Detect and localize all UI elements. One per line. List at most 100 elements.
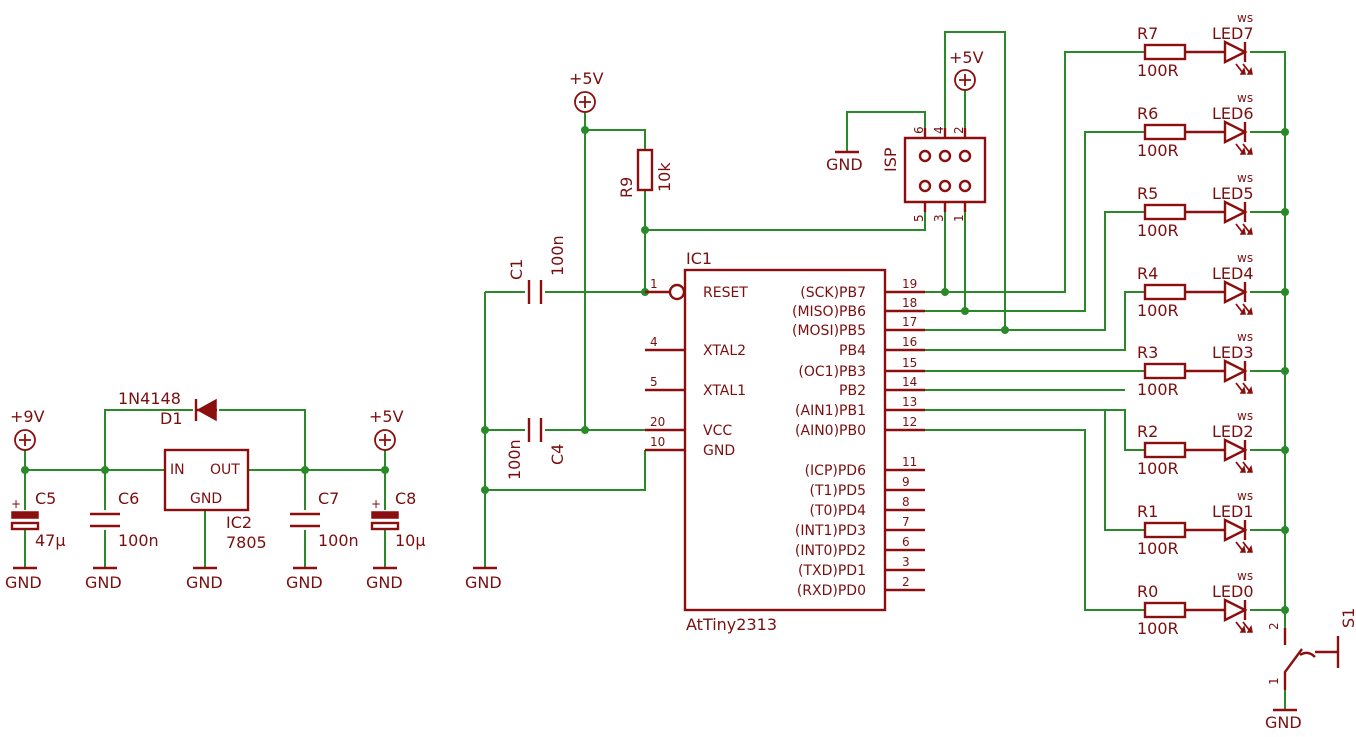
led-color: ws [1237,251,1253,265]
diode-d1: 1N4148 D1 [118,389,217,428]
gnd-label: GND [85,573,122,592]
capacitor-c1: C1 100n [507,235,567,304]
gnd-symbols: GND GND GND GND GND GND GND GND [5,150,1302,732]
resistor-value: 100R [1137,221,1179,240]
mcu-pin-name: (T1)PD5 [809,483,866,499]
capacitor-c6: C6 100n [90,489,159,550]
c6-ref: C6 [118,489,139,508]
led-ref: LED2 [1212,422,1254,441]
supply-5v-isp: +5V [949,48,984,91]
resistor-value: 100R [1137,61,1179,80]
mcu-pin-name: RESET [703,285,748,301]
isp-pin-number: 2 [952,126,966,134]
switch-pin1: 1 [1267,677,1281,685]
led-color: ws [1237,171,1253,185]
mcu-pin-number: 20 [650,415,665,429]
gnd-label: GND [1265,713,1302,732]
resistor-ref: R7 [1137,24,1158,43]
led-ref: LED6 [1212,104,1254,123]
isp-pin-number: 6 [912,126,926,134]
gnd-label: GND [366,573,403,592]
r9-value: 10k [655,162,674,192]
mcu-wires [484,31,1286,710]
capacitor-c5: + C5 47µ [10,489,66,550]
diode-value: 1N4148 [118,389,181,408]
regulator-value: 7805 [226,533,267,552]
diode-ref: D1 [160,409,183,428]
led-body [1223,120,1248,144]
led-body [1223,518,1248,542]
mcu-pin-number: 6 [902,535,910,549]
regulator-pin-out: OUT [210,462,240,478]
c1-ref: C1 [507,259,526,280]
isp-pin-number: 5 [912,214,926,222]
led-body [1223,280,1248,304]
led-emission-heads [1239,146,1253,155]
c8-value: 10µ [395,531,426,550]
led-color: ws [1237,409,1253,423]
resistor-body [1143,601,1187,619]
resistor-body [1143,123,1187,141]
led-ref: LED5 [1212,184,1254,203]
led-body [1223,438,1248,462]
resistor-ref: R4 [1137,264,1158,283]
supply-9v: +9V [10,407,45,451]
mcu-part: AtTiny2313 [686,615,777,634]
mcu-pin-name: (SCK)PB7 [800,285,866,301]
mcu-pin-number: 17 [902,315,917,329]
regulator-ref: IC2 [226,513,252,532]
led-color: ws [1237,489,1253,503]
resistor-value: 100R [1137,619,1179,638]
c6-value: 100n [118,531,159,550]
mcu-pin-number: 19 [902,277,917,291]
led-body [1223,200,1248,224]
resistor-body [1143,362,1187,380]
c1-value: 100n [548,235,567,276]
led-ref: LED7 [1212,24,1254,43]
isp-pin-number: 1 [952,214,966,222]
resistor-value: 100R [1137,459,1179,478]
resistor-value: 100R [1137,301,1179,320]
mcu-pin-name: (OC1)PB3 [798,364,866,380]
supply-wires [24,409,386,568]
regulator-ic2: IN OUT GND IC2 7805 [163,448,267,552]
resistor-value: 100R [1137,380,1179,399]
resistor-value: 100R [1137,539,1179,558]
resistor-r9: R9 10k [617,148,674,198]
resistor-body [1143,43,1187,61]
supply-5v-regulator: +5V [369,407,404,451]
mcu-pin-number: 10 [650,435,665,449]
resistor-ref: R6 [1137,104,1158,123]
led-color: ws [1237,91,1253,105]
mcu-ref: IC1 [686,249,712,268]
switch-pin2: 2 [1267,622,1281,630]
supply-5v-mcu: +5V [569,69,604,113]
gnd-label: GND [5,573,42,592]
led-ref: LED3 [1212,343,1254,362]
mcu-pin-number: 16 [902,335,917,349]
mcu-pin-name: (T0)PD4 [809,503,866,519]
resistor-ref: R2 [1137,422,1158,441]
mcu-pin-name: (TXD)PD1 [798,563,866,579]
led-color: ws [1237,569,1253,583]
gnd-label: GND [826,155,863,174]
c7-ref: C7 [318,489,339,508]
mcu-pin-number: 8 [902,495,910,509]
c5-ref: C5 [35,489,56,508]
mcu-pin-name: XTAL2 [703,343,746,359]
led-ref: LED0 [1212,582,1254,601]
supply-9v-label: +9V [10,407,45,426]
led-emission-heads [1239,385,1253,394]
led-ref: LED4 [1212,264,1254,283]
led-emission-heads [1239,226,1253,235]
c4-value: 100n [505,439,524,480]
c5-polarity: + [11,497,21,511]
mcu-pin-number: 1 [650,277,658,291]
c5-value: 47µ [35,531,66,550]
mcu-pin-number: 12 [902,415,917,429]
